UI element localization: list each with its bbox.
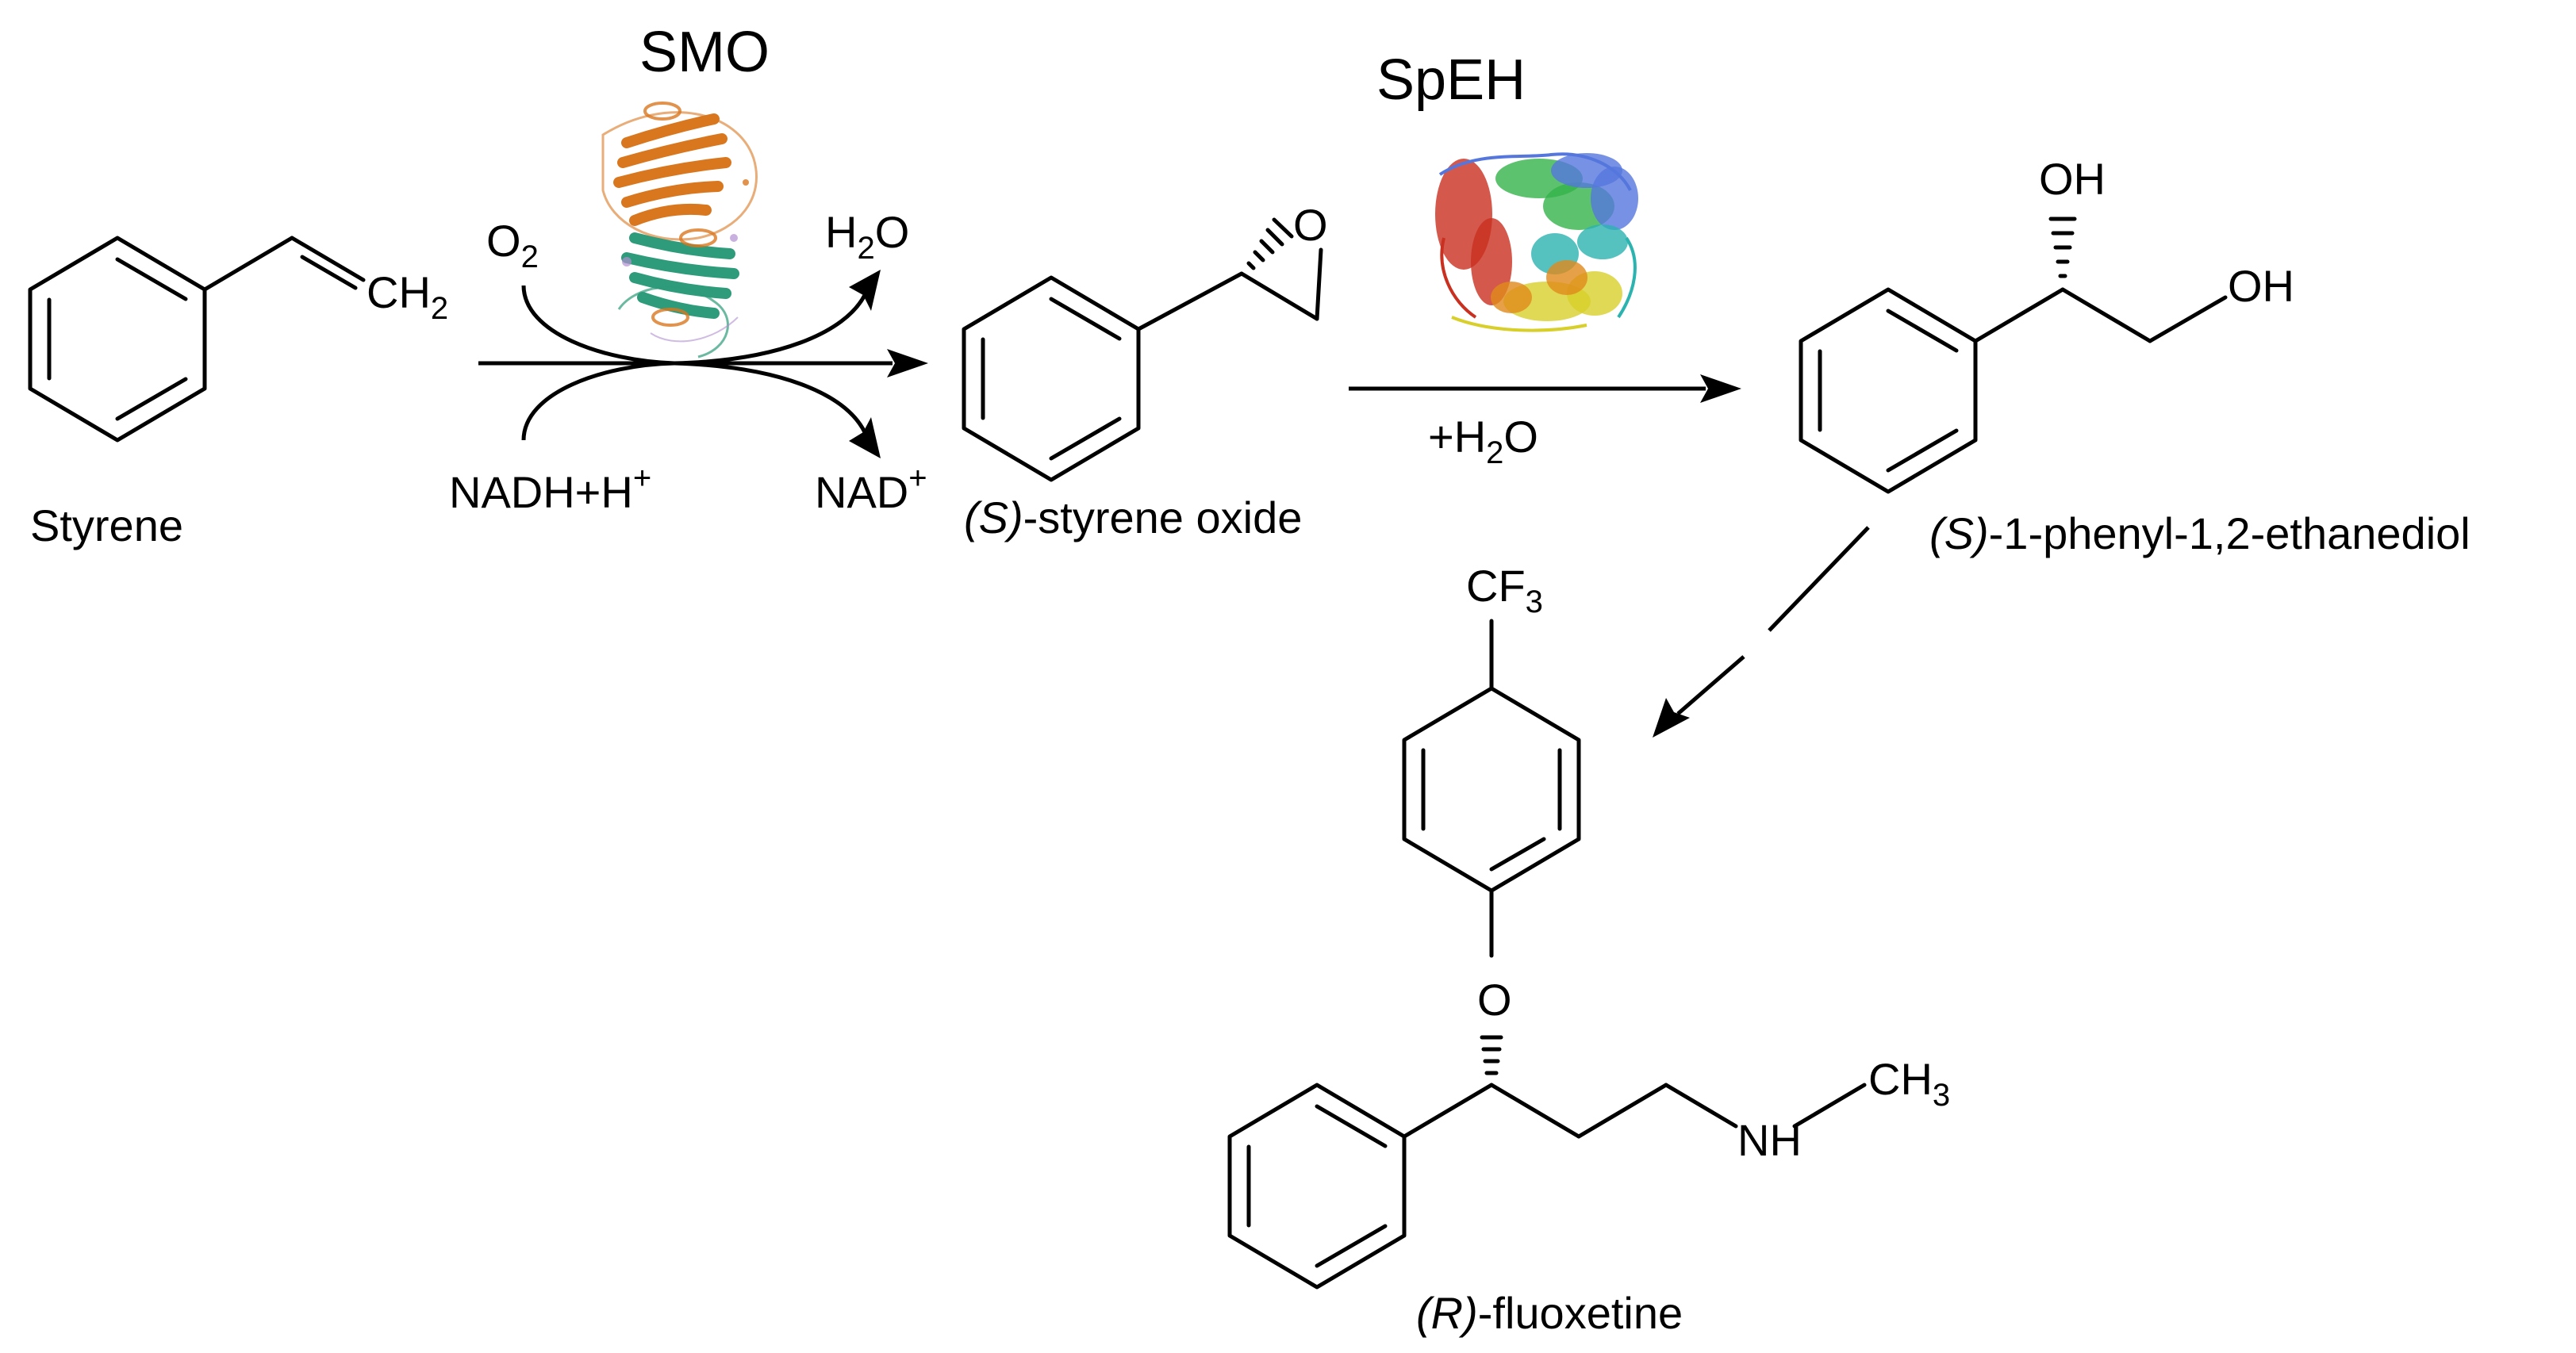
smo-sheet-strand [613, 157, 731, 188]
speh-ribbon-segment [1591, 167, 1638, 230]
ch3-label: CH3 [1868, 1054, 1950, 1113]
nh-label: NH [1737, 1115, 1802, 1165]
water-reagent-label: +H2O [1428, 412, 1538, 470]
smo-helices [643, 102, 717, 327]
cf3-label: CF3 [1466, 561, 1543, 619]
smo-sheet-strand [629, 232, 735, 259]
speh-ribbon-segment [1546, 260, 1587, 295]
chain-bond-3 [1664, 1083, 1738, 1129]
fluoxetine-structure: CF3 O NH CH3 (R)-fluoxetine [1227, 561, 1950, 1338]
speh-label: SpEH [1376, 48, 1526, 112]
smo-helix [643, 102, 681, 121]
chain-bond-1 [1489, 1083, 1581, 1139]
diol-hashed-wedge [2048, 217, 2077, 278]
chain-bond-2 [1576, 1083, 1668, 1139]
speh-reaction-arrow: +H2O [1349, 374, 1741, 470]
diol-oh-top-label: OH [2039, 154, 2106, 204]
epoxide-c-c-bond [1239, 271, 1319, 321]
aryl-ring [1402, 686, 1581, 893]
fluoxetine-hashed-wedge [1480, 1035, 1503, 1075]
speh-ribbon-segment [1491, 282, 1532, 313]
nadh-curve [521, 361, 675, 441]
styrene-oxide-linker-bond [1136, 271, 1244, 332]
ether-o-label: O [1477, 975, 1512, 1025]
diol-c1-bond [1973, 287, 2065, 343]
smo-sheet-strand [637, 292, 720, 319]
fluoxetine-phenyl-inner-bond [1315, 1224, 1388, 1268]
styrene-oxide-structure: O (S)-styrene oxide [962, 200, 1328, 542]
smo-beta-sheets [613, 113, 739, 319]
speh-coil [1451, 316, 1587, 332]
multistep-arrow-segment-1 [1768, 526, 1870, 632]
smo-sheet-strand [621, 113, 720, 148]
h2o-product-label: H2O [825, 207, 909, 266]
diol-c2-bond [2060, 287, 2152, 343]
h2o-out-arrowhead [849, 270, 881, 311]
o2-label: O2 [486, 216, 539, 274]
speh-coil [1440, 237, 1477, 319]
smo-helix [651, 308, 689, 327]
styrene-vinyl-bond [202, 236, 294, 292]
styrene-oxide-ring-inner-bond [1049, 297, 1122, 341]
nad-label: NAD+ [815, 461, 927, 517]
smo-reaction-arrow: O2 H2O NADH+H+ NAD+ [449, 207, 928, 517]
smo-enzyme: SMO [601, 21, 770, 358]
speh-coil [1438, 152, 1632, 191]
smo-sheet-strand [621, 252, 739, 279]
fluoxetine-phenyl-ring [1227, 1083, 1407, 1290]
multistep-arrow [1653, 526, 1870, 738]
speh-ribbon-segment [1577, 224, 1628, 259]
diol-benzene-ring [1799, 287, 1978, 494]
o2-curve [521, 285, 675, 366]
stereocenter-phenyl-bond [1402, 1083, 1494, 1139]
smo-helix [679, 228, 717, 247]
diol-label: (S)-1-phenyl-1,2-ethanediol [1929, 508, 2470, 558]
epoxide-hashed-wedge [1246, 217, 1294, 270]
styrene-double-bond [290, 236, 366, 282]
styrene-ring-inner-bond [115, 257, 188, 301]
epoxide-o-label: O [1293, 200, 1328, 250]
smo-sheet-strand [629, 203, 712, 226]
main-arrow-2-head [1700, 374, 1741, 403]
diol-c2-oh-bond [2148, 295, 2228, 343]
smo-sheet-strand [617, 133, 727, 168]
smo-label: SMO [639, 21, 770, 84]
epoxide-c-o-bond [1315, 247, 1323, 321]
nad-out-curve [674, 361, 867, 434]
styrene-structure: CH2 Styrene [28, 236, 448, 550]
styrene-oxide-ring-inner-bond [1049, 416, 1122, 461]
ch2-label: CH2 [367, 267, 448, 326]
styrene-label: Styrene [30, 500, 183, 550]
diol-oh-right-label: OH [2228, 261, 2294, 311]
styrene-benzene-ring [28, 236, 207, 443]
fluoxetine-label: (R)-fluoxetine [1416, 1288, 1683, 1338]
speh-protein-image [1435, 152, 1638, 332]
styrene-ring-inner-bond [115, 377, 188, 421]
smo-sheet-strand [621, 181, 724, 208]
main-arrow-1-head [887, 349, 928, 378]
styrene-oxide-label: (S)-styrene oxide [964, 493, 1302, 542]
speh-coil [1617, 236, 1637, 319]
n-methyl-bond [1792, 1083, 1867, 1129]
diol-structure: OH OH (S)-1-phenyl-1,2-ethanediol [1799, 154, 2470, 558]
diol-ring-inner-bond [1886, 309, 1959, 353]
multistep-arrowhead [1653, 698, 1690, 738]
smo-sheet-strand [629, 272, 731, 299]
h2o-out-curve [674, 293, 867, 366]
speh-enzyme: SpEH [1376, 48, 1638, 332]
nadh-label: NADH+H+ [449, 461, 651, 517]
diol-ring-inner-bond [1886, 428, 1959, 473]
styrene-oxide-benzene-ring [962, 275, 1141, 482]
smo-protein-image [601, 102, 758, 358]
aryl-ring-inner-bond [1489, 837, 1546, 872]
styrene-double-bond [300, 255, 358, 290]
nad-out-arrowhead [849, 417, 881, 458]
multistep-arrow-segment-2 [1676, 655, 1745, 715]
fluoxetine-phenyl-inner-bond [1315, 1104, 1388, 1148]
